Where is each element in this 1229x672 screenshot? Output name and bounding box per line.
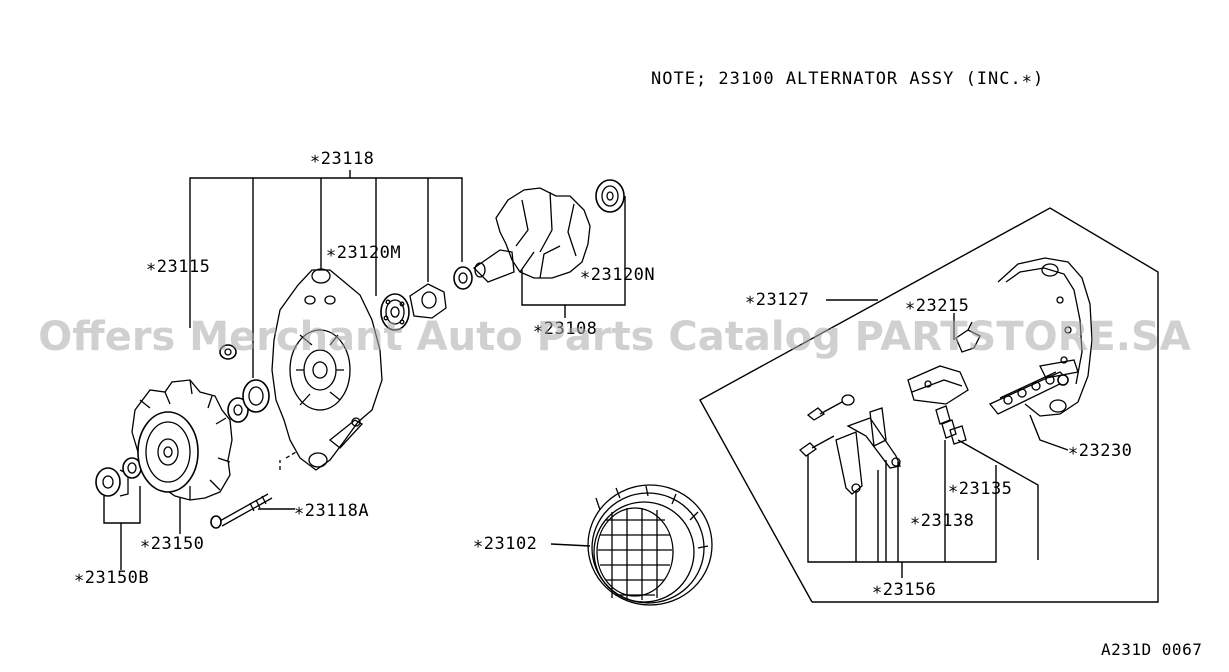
stator-23102 <box>587 484 713 606</box>
callout-23120n[interactable]: ∗23120N <box>580 265 656 285</box>
diagram-code: A231D 0067 <box>1101 640 1203 659</box>
callout-23102[interactable]: ∗23102 <box>473 534 538 554</box>
callout-23138[interactable]: ∗23138 <box>910 511 975 531</box>
callout-23150[interactable]: ∗23150 <box>140 534 205 554</box>
rotor-23108 <box>472 179 625 283</box>
callout-23118[interactable]: ∗23118 <box>310 149 375 169</box>
through-bolt-23118a <box>210 451 297 529</box>
callout-23118a[interactable]: ∗23118A <box>294 501 370 521</box>
rear-cover <box>997 257 1093 417</box>
leader-lines <box>103 170 1159 603</box>
rectifier-pack <box>988 359 1079 415</box>
callout-23215[interactable]: ∗23215 <box>905 296 970 316</box>
callout-23150b[interactable]: ∗23150B <box>74 568 150 588</box>
callout-23120m[interactable]: ∗23120M <box>326 243 402 263</box>
nut-23150b <box>95 457 142 497</box>
spacers-23115 <box>219 344 270 423</box>
callout-23156[interactable]: ∗23156 <box>872 580 937 600</box>
callout-23135[interactable]: ∗23135 <box>948 479 1013 499</box>
callout-23127[interactable]: ∗23127 <box>745 290 810 310</box>
brush-holder-parts <box>798 321 981 495</box>
bearing-23120m <box>380 266 473 331</box>
note-text: NOTE; 23100 ALTERNATOR ASSY (INC.∗) <box>651 69 1045 89</box>
callout-23115[interactable]: ∗23115 <box>146 257 211 277</box>
callout-23230[interactable]: ∗23230 <box>1068 441 1133 461</box>
pulley-fan-23150 <box>131 379 233 501</box>
bolt-set <box>1057 374 1069 386</box>
callout-23108[interactable]: ∗23108 <box>533 319 598 339</box>
front-cover <box>271 268 383 471</box>
